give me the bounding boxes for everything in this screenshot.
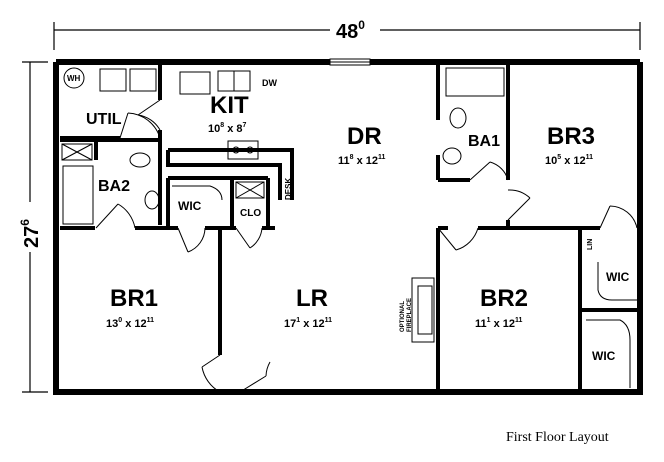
ba2-linen-icon [61, 143, 93, 161]
clo-shelf-icon [235, 181, 265, 199]
width-dimension-label: 480 [336, 18, 365, 43]
dw-label: DW [262, 78, 277, 88]
clo-label: CLO [240, 208, 261, 219]
kit-dimension: 108 x 87 [208, 122, 247, 135]
front-window [329, 58, 371, 66]
ba1-sink-icon [442, 147, 462, 165]
br2-label: BR2 [480, 285, 528, 312]
kit-label: KIT [210, 92, 249, 119]
br3-label: BR3 [547, 123, 595, 150]
br1-dimension: 130 x 1211 [106, 317, 154, 330]
doors [95, 99, 638, 393]
ba1-toilet-icon [449, 107, 467, 129]
dr-dimension: 118 x 1211 [338, 154, 386, 167]
right-wic2-shelf [586, 319, 631, 388]
lr-label: LR [296, 285, 328, 312]
exterior-walls [53, 59, 643, 395]
ba2-label: BA2 [98, 178, 130, 195]
range-icon [227, 140, 259, 160]
ba2-tub-icon [62, 165, 94, 225]
util-label: UTIL [86, 111, 122, 128]
water-heater-icon [63, 67, 85, 89]
br2-dimension: 111 x 1211 [475, 317, 523, 330]
depth-dimension-label: 276 [18, 219, 43, 248]
plan-caption: First Floor Layout [506, 430, 609, 445]
interior-walls [60, 65, 637, 392]
refrigerator-icon [179, 71, 211, 95]
desk-label: DESK [284, 178, 293, 200]
fireplace-icon [411, 277, 435, 343]
right-wic-shelf [597, 262, 637, 301]
dr-label: DR [347, 123, 382, 150]
br1-label: BR1 [110, 285, 158, 312]
lin-label: LIN [587, 239, 594, 250]
ba2-sink-icon [144, 190, 160, 210]
br3-dimension: 105 x 1211 [545, 154, 593, 167]
wh-label: WH [67, 74, 81, 83]
washer-icon [99, 68, 127, 92]
wic-label-1: WIC [178, 199, 202, 213]
wic-label-3: WIC [592, 349, 616, 363]
fireplace-label: OPTIONALFIREPLACE [400, 298, 413, 332]
wic-label-2: WIC [606, 270, 630, 284]
ba1-tub-icon [445, 67, 505, 97]
wic-shelf [172, 185, 223, 201]
ba1-label: BA1 [468, 133, 500, 150]
dryer-icon [129, 68, 157, 92]
fixtures [61, 67, 637, 388]
lr-dimension: 171 x 1211 [284, 317, 332, 330]
ba2-toilet-icon [129, 152, 151, 168]
